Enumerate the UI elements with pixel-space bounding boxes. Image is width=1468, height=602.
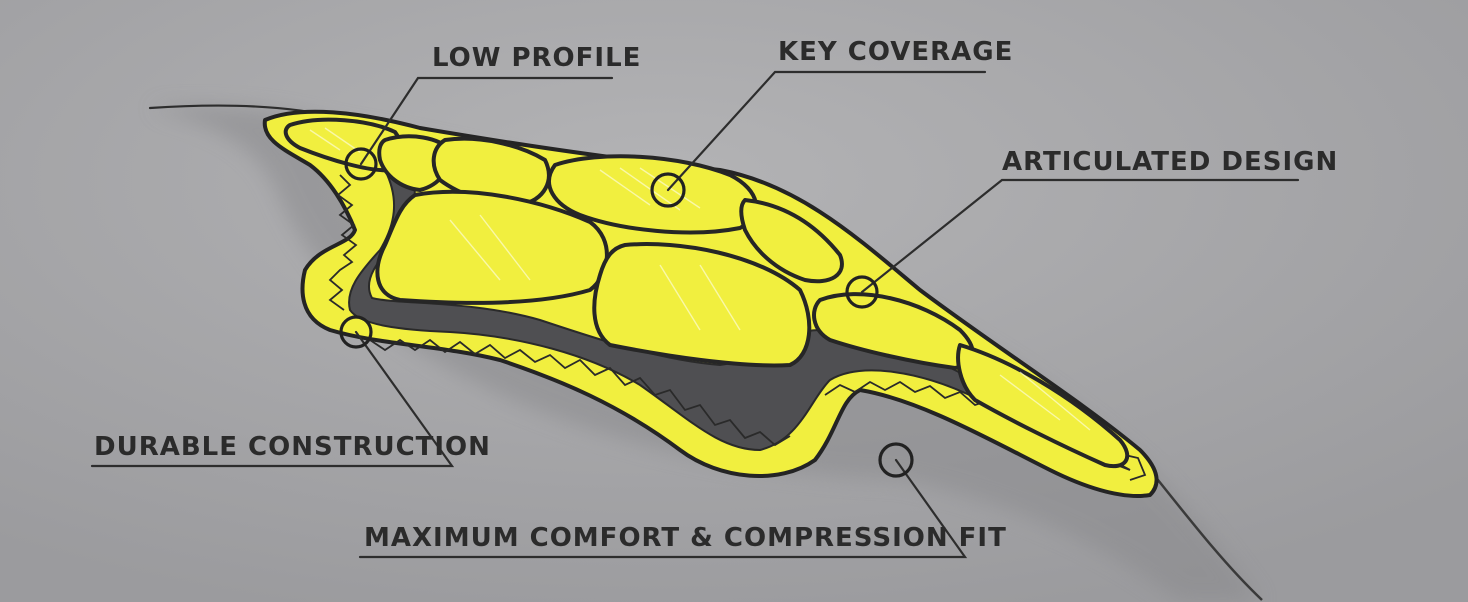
pad-segment-right-1 <box>812 292 975 370</box>
pad-segment-small-1 <box>377 134 453 192</box>
callout-max-comfort: MAXIMUM COMFORT & COMPRESSION FIT <box>364 523 1007 553</box>
leader-key-coverage <box>666 70 987 192</box>
marker-articulated-design <box>845 275 879 309</box>
pad-segment-top-right <box>739 198 844 284</box>
pad-segment-large-center <box>592 242 812 368</box>
marker-low-profile <box>344 147 378 181</box>
zigzag-stitch-bottom <box>369 338 791 447</box>
zigzag-stitch-left <box>328 174 358 311</box>
marker-durable-construction <box>339 315 373 349</box>
callout-articulated-design: ARTICULATED DESIGN <box>1002 147 1338 177</box>
callout-key-coverage: KEY COVERAGE <box>778 37 1013 67</box>
leader-durable-construction <box>90 330 455 468</box>
callout-durable-construction: DURABLE CONSTRUCTION <box>94 432 491 462</box>
limb-edge-bottom <box>1149 469 1263 601</box>
callout-low-profile: LOW PROFILE <box>432 43 641 73</box>
marker-max-comfort <box>878 442 914 478</box>
leader-articulated-design <box>860 178 1300 294</box>
leader-low-profile <box>359 76 614 166</box>
highlight-hatching <box>309 127 1091 431</box>
leader-max-comfort <box>358 458 968 559</box>
marker-key-coverage <box>650 172 686 208</box>
pad-segment-large-left <box>375 189 609 305</box>
